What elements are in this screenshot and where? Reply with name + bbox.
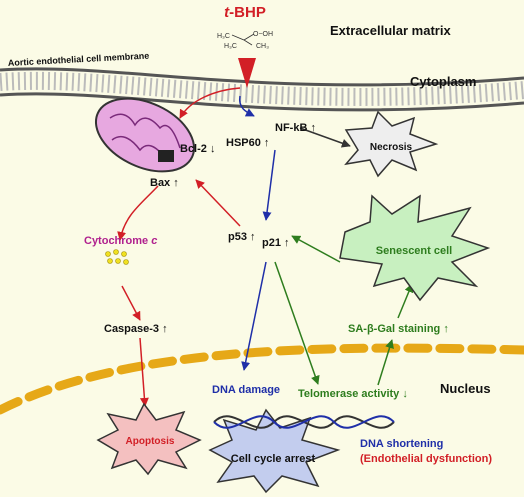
senescent-cell-star [339, 194, 491, 302]
apoptosis-label: Apoptosis [126, 436, 175, 447]
hsp60-label: HSP60 ↑ [226, 137, 269, 149]
stimulus-label: t-BHP [224, 4, 266, 21]
caspase3-label: Caspase-3 ↑ [104, 323, 168, 335]
bax-label: Bax ↑ [150, 177, 179, 189]
necrosis-arrow [299, 127, 351, 148]
cell-membrane [0, 67, 524, 112]
sagal-label: SA-β-Gal staining ↑ [348, 323, 449, 335]
telomerase-label: Telomerase activity ↓ [298, 388, 408, 400]
svg-text:H₃C: H₃C [217, 33, 230, 40]
svg-text:O−OH: O−OH [253, 31, 273, 38]
nfkb-label: NF-kB ↑ [275, 122, 316, 134]
svg-text:CH₃: CH₃ [256, 43, 269, 50]
dna-helix [213, 415, 395, 429]
stimulus-entry-arrow [238, 58, 256, 88]
cytochrome-c-label: Cytochrome c [84, 235, 157, 247]
svg-text:H₃C: H₃C [224, 43, 237, 50]
bcl2-label: Bcl-2 ↓ [180, 143, 215, 155]
apoptosis-star [96, 402, 202, 476]
extracellular-label: Extracellular matrix [330, 23, 451, 38]
dna-damage-label: DNA damage [212, 384, 280, 396]
nuclear-membrane [0, 343, 524, 415]
blue-pathway-arrows [238, 95, 276, 371]
mitochondrion [94, 97, 196, 173]
senescence-pathway-arrows [274, 235, 414, 386]
cytoplasm-label: Cytoplasm [410, 74, 476, 89]
p53-label: p53 ↑ [228, 231, 256, 243]
tbhp-molecule: H₃C O−OH H₃C CH₃ [217, 31, 273, 50]
endothelial-dysfunction-label: (Endothelial dysfunction) [360, 453, 492, 465]
apoptosis-pathway-arrows [117, 87, 241, 407]
cell-cycle-arrest-label: Cell cycle arrest [231, 453, 316, 465]
p21-label: p21 ↑ [262, 237, 290, 249]
necrosis-star [344, 110, 439, 178]
cell-cycle-arrest-star [208, 408, 341, 494]
cytochrome-c-dots [105, 249, 129, 265]
membrane-label: Aortic endothelial cell membrane [8, 51, 150, 68]
nucleus-label: Nucleus [440, 381, 491, 396]
senescent-cell-label: Senescent cell [376, 245, 452, 257]
dna-shortening-label: DNA shortening [360, 438, 443, 450]
necrosis-label: Necrosis [370, 142, 413, 153]
